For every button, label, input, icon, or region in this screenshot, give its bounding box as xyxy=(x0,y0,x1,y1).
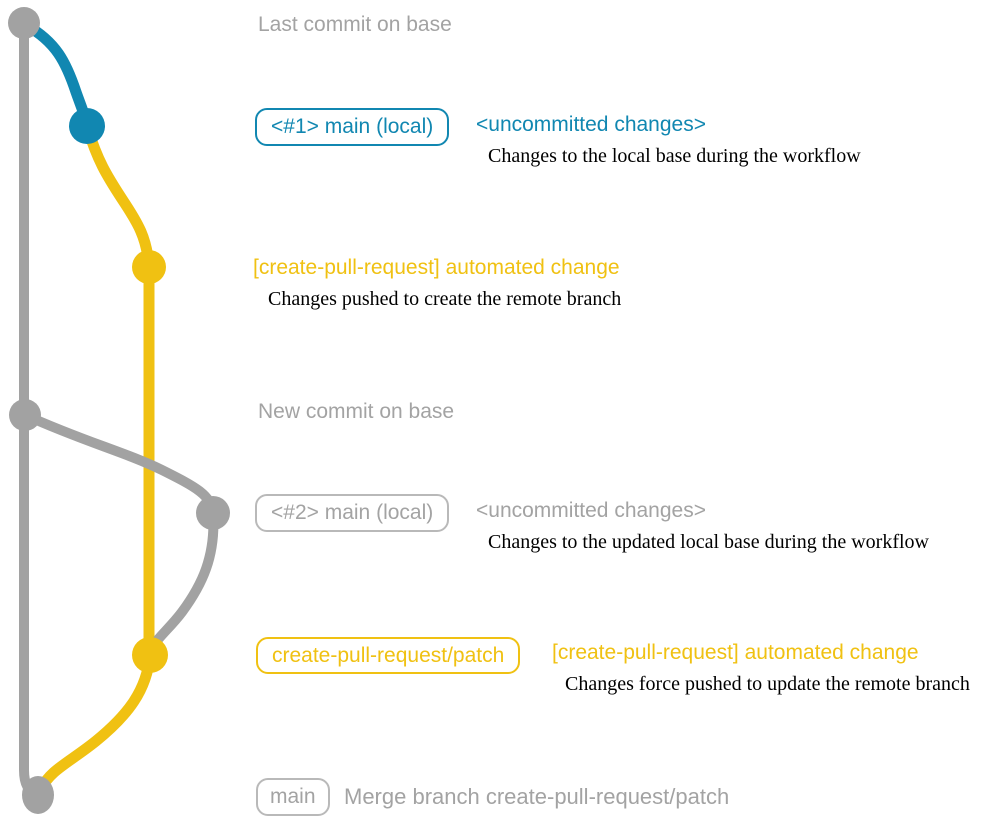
automated-change-2-desc: Changes force pushed to update the remot… xyxy=(565,673,970,695)
annotation-new-commit-on-base: New commit on base xyxy=(258,400,455,423)
branch-badge-main-label: main xyxy=(270,785,316,808)
commit-node-merge xyxy=(22,776,54,814)
commit-node-local-main-2 xyxy=(196,496,230,530)
automated-change-2-title: [create-pull-request] automated change xyxy=(552,641,919,664)
uncommitted-changes-1-title: <uncommitted changes> xyxy=(476,113,706,136)
uncommitted-changes-2-desc: Changes to the updated local base during… xyxy=(488,531,929,553)
branch-badge-main-local-2-label: <#2> main (local) xyxy=(271,501,434,524)
annotation-last-commit-on-base: Last commit on base xyxy=(258,13,452,36)
branch-badge-main-local-1-label: <#1> main (local) xyxy=(271,115,434,138)
automated-change-1-title: [create-pull-request] automated change xyxy=(253,256,620,279)
branch-badge-patch-label: create-pull-request/patch xyxy=(272,643,505,667)
annotation-merge-branch: Merge branch create-pull-request/patch xyxy=(344,784,730,809)
commit-node-new-base xyxy=(9,399,41,431)
branch-badge-main-local-1: <#1> main (local) xyxy=(255,108,450,146)
uncommitted-changes-1-desc: Changes to the local base during the wor… xyxy=(488,145,861,167)
commit-node-local-main-1 xyxy=(69,108,105,144)
updated-local-branch-return-curve xyxy=(146,508,219,654)
branch-badge-main-local-2: <#2> main (local) xyxy=(255,494,450,532)
commit-node-automated-change-2 xyxy=(132,637,168,673)
automated-change-1-desc: Changes pushed to create the remote bran… xyxy=(268,288,622,310)
branch-badge-patch: create-pull-request/patch xyxy=(256,637,521,674)
uncommitted-changes-2-title: <uncommitted changes> xyxy=(476,499,706,522)
patch-branch-merge-tail xyxy=(35,649,156,795)
updated-local-branch-curve xyxy=(20,410,218,518)
branch-badge-main: main xyxy=(256,778,330,816)
patch-branch-curve-upper xyxy=(81,120,155,273)
commit-node-automated-change-1 xyxy=(132,250,166,284)
commit-node-last-base xyxy=(8,7,40,39)
